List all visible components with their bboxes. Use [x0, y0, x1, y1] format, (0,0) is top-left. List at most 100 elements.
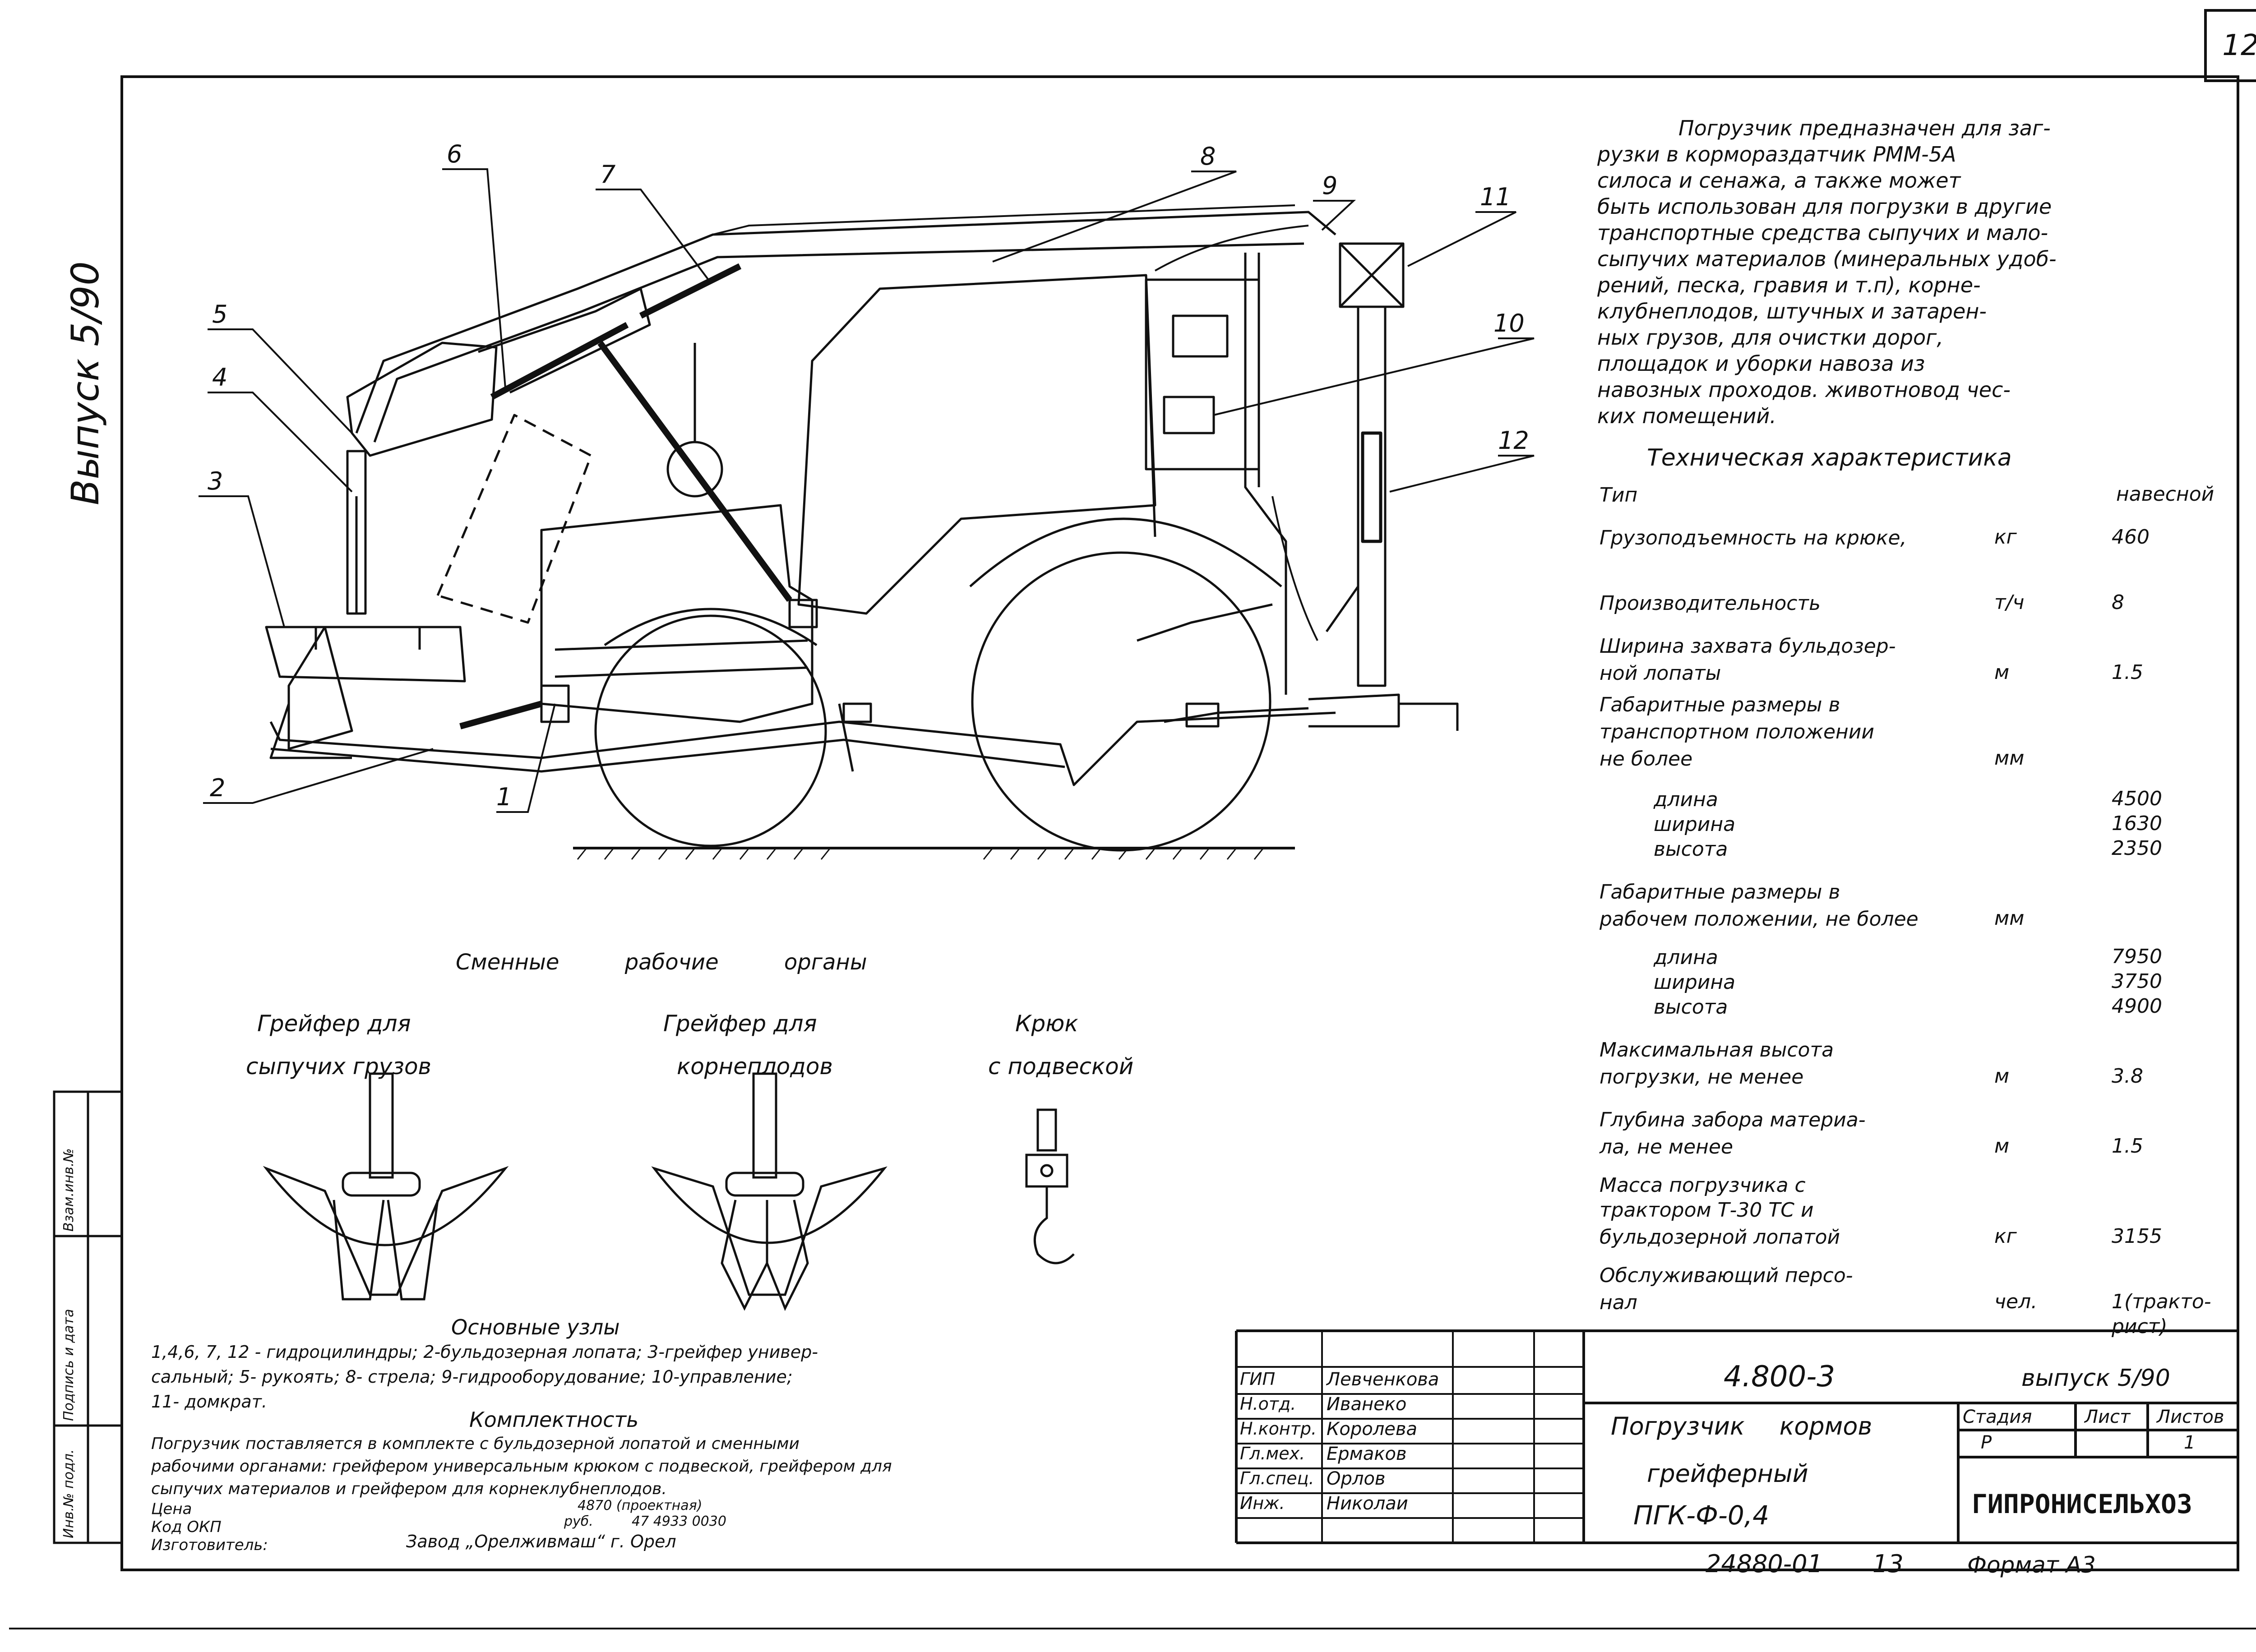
sheets-label: Листов: [2157, 1407, 2224, 1427]
spec-label: Производительность: [1600, 592, 1821, 615]
callout-11: 11: [1480, 183, 1511, 211]
main-units-line: 11- домкрат.: [151, 1392, 267, 1412]
signer-role: Гл.мех.: [1240, 1444, 1305, 1463]
completeness-line: сыпучих материалов и грейфером для корне…: [151, 1480, 667, 1498]
completeness-title: Комплектность: [469, 1407, 639, 1432]
spec-label: Максимальная высота: [1600, 1038, 1834, 1061]
spec-unit: чел.: [1994, 1290, 2038, 1313]
main-units-line: 1,4,6, 7, 12 - гидроцилиндры; 2-бульдозе…: [151, 1342, 818, 1362]
spec-label: ширина: [1654, 971, 1736, 994]
product-name-line1: Погрузчик кормов: [1611, 1412, 1872, 1440]
signer-name: Николаи: [1327, 1493, 1408, 1514]
price-unit: руб.: [564, 1514, 593, 1529]
spec-label: рабочем положении, не более: [1600, 908, 1919, 931]
description-line: силоса и сенажа, а также может: [1597, 168, 1961, 193]
spec-label: Глубина забора материа-: [1600, 1108, 1866, 1131]
spec-unit: кг: [1994, 526, 2017, 549]
maker-value: Завод „Орелживмаш“ г. Орел: [406, 1532, 676, 1551]
callout-5: 5: [212, 300, 228, 328]
description-line: Погрузчик предназначен для заг-: [1678, 116, 2051, 140]
spec-label: не более: [1600, 748, 1693, 771]
completeness-line: рабочими органами: грейфером универсальн…: [151, 1457, 892, 1476]
spec-value: 3.8: [2112, 1065, 2143, 1088]
callout-12: 12: [1498, 426, 1529, 455]
spec-label: длина: [1654, 788, 1718, 811]
spec-label: погрузки, не менее: [1600, 1066, 1804, 1089]
border-frame: [120, 75, 2239, 1571]
spec-value: 8: [2112, 591, 2124, 614]
spec-label: нал: [1600, 1291, 1637, 1314]
signer-role: Инж.: [1240, 1493, 1285, 1513]
callout-10: 10: [1493, 309, 1525, 337]
attachment-1-line1: Грейфер для: [257, 1011, 411, 1037]
attachment-1-line2: сыпучих грузов: [246, 1053, 432, 1080]
product-name-line2: грейферный: [1647, 1459, 1808, 1488]
front-wheel: [594, 614, 827, 847]
hook-sketch: [1025, 1108, 1075, 1264]
main-units-line: сальный; 5- рукоять; 8- стрела; 9-гидроо…: [151, 1367, 793, 1387]
okp-label: Код ОКП: [151, 1518, 222, 1536]
completeness-line: Погрузчик поставляется в комплекте с бул…: [151, 1435, 800, 1453]
callout-2: 2: [210, 774, 226, 802]
signer-role: Н.контр.: [1240, 1419, 1317, 1439]
root-grab-sketch: [651, 1072, 888, 1311]
side-issue-label: Выпуск 5/90: [63, 261, 107, 505]
callout-8: 8: [1200, 142, 1216, 171]
ground-line: [573, 847, 1295, 860]
callout-4: 4: [212, 363, 228, 392]
spec-value: навесной: [2116, 483, 2214, 506]
description-line: площадок и уборки навоза из: [1597, 351, 1925, 376]
spec-label: Обслуживающий персо-: [1600, 1264, 1853, 1287]
issue-label: выпуск 5/90: [2021, 1365, 2170, 1392]
description-line: сыпучих материалов (минеральных удоб-: [1597, 247, 2057, 271]
spec-value: 2350: [2112, 837, 2162, 860]
spec-label: высота: [1654, 996, 1728, 1019]
spec-label: бульдозерной лопатой: [1600, 1226, 1840, 1249]
spec-value: рист): [2112, 1315, 2168, 1338]
spec-label: длина: [1654, 946, 1718, 969]
sheets-value: 1: [2184, 1432, 2196, 1453]
stage-label: Стадия: [1963, 1407, 2032, 1427]
spec-value: 4900: [2112, 995, 2162, 1018]
spec-unit: м: [1994, 661, 2010, 684]
spec-value: 7950: [2112, 945, 2162, 968]
spec-value: 460: [2112, 526, 2150, 549]
product-name-line3: ПГК-Ф-0,4: [1633, 1500, 1770, 1531]
spec-value: 1.5: [2112, 1135, 2143, 1158]
signer-role: ГИП: [1240, 1369, 1276, 1389]
doc-code: 4.800-3: [1724, 1360, 1835, 1394]
signer-name: Левченкова: [1327, 1369, 1439, 1390]
description-line: быть использован для погрузки в другие: [1597, 194, 2052, 219]
signer-role: Гл.спец.: [1240, 1468, 1314, 1488]
archive-sheet: 13: [1872, 1550, 1904, 1578]
signer-role: Н.отд.: [1240, 1394, 1296, 1414]
title-block-grid: [1235, 1329, 2238, 1544]
spec-value: 1630: [2112, 812, 2162, 835]
spec-label: Ширина захвата бульдозер-: [1600, 635, 1896, 658]
description-line: ных грузов, для очистки дорог,: [1597, 325, 1943, 350]
spec-label: высота: [1654, 838, 1728, 861]
stamp-inv-no: Инв.№ подл.: [61, 1449, 77, 1538]
description-line: рений, песка, гравия и т.п), корне-: [1597, 273, 1981, 297]
sheet-format: Формат А3: [1967, 1552, 2096, 1578]
organization-name: ГИПРОНИСЕЛЬХОЗ: [1972, 1489, 2192, 1519]
spec-unit: м: [1994, 1135, 2010, 1158]
main-units-title: Основные узлы: [451, 1315, 620, 1339]
signer-name: Орлов: [1327, 1468, 1386, 1489]
spec-label: Тип: [1600, 484, 1638, 507]
spec-label: Грузоподъемность на крюке,: [1600, 526, 1907, 549]
spec-label: транспортном положении: [1600, 720, 1874, 743]
callout-6: 6: [447, 140, 462, 168]
description-line: клубнеплодов, штучных и затарен-: [1597, 299, 1987, 323]
signer-name: Ермаков: [1327, 1444, 1407, 1464]
spec-label: Габаритные размеры в: [1600, 881, 1840, 904]
price-label: Цена: [151, 1500, 192, 1518]
stamp-replaced-inv: Взам.инв.№: [61, 1148, 77, 1232]
spec-value: 1.5: [2112, 661, 2143, 684]
price-value: 4870 (проектная): [578, 1498, 703, 1514]
description-line: рузки в кормораздатчик РММ-5А: [1597, 142, 1956, 166]
spec-unit: т/ч: [1994, 591, 2025, 614]
signer-name: Иванеко: [1327, 1394, 1407, 1415]
stage-value: Р: [1981, 1432, 1992, 1453]
